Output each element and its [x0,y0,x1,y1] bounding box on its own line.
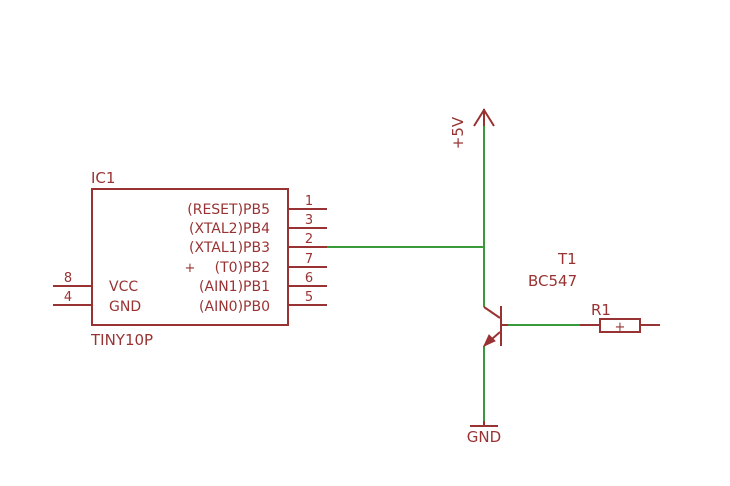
supply-5v-symbol: +5V [449,108,495,149]
ic-name: IC1 [91,169,115,187]
pin-number-pb0: 5 [305,290,313,305]
pin-number-pb5: 1 [305,194,313,209]
pin-number-pb4: 3 [305,213,313,228]
pin-number-vcc: 8 [64,271,72,286]
ic-pin-pb0: (AIN0)PB0 5 [199,290,327,315]
ic-pin-pb1: (AIN1)PB1 6 [199,271,327,295]
ic-pin-vcc: VCC 8 [53,271,138,295]
ic-value: TINY10P [90,331,153,349]
pin-label-pb1: (AIN1)PB1 [199,279,270,295]
transistor-t1: T1 BC547 [482,250,577,348]
ground-label: GND [467,428,501,446]
pin-label-pb5: (RESET)PB5 [187,202,270,218]
pin-label-vcc: VCC [109,279,138,295]
emitter-arrow-icon [482,334,496,348]
ic-plus-mark: + [185,261,196,276]
resistor-r1: + R1 [580,301,660,335]
pin-number-pb3: 2 [305,232,313,247]
pin-label-pb0: (AIN0)PB0 [199,299,270,315]
ic-pin-pb4: (XTAL2)PB4 3 [189,213,327,237]
ic-pin-pb5: (RESET)PB5 1 [187,194,327,218]
pin-label-pb4: (XTAL2)PB4 [189,221,270,237]
pin-number-pb1: 6 [305,271,313,286]
pin-number-gnd: 4 [64,290,72,305]
pin-label-gnd: GND [109,299,141,315]
ground-symbol: GND [467,421,501,446]
transistor-value: BC547 [528,272,577,290]
resistor-mark: + [615,320,626,335]
transistor-name: T1 [557,250,577,268]
ic-pin-pb2: (T0)PB2 7 [215,252,327,276]
ic-body [91,188,289,326]
ic-pin-gnd: GND 4 [53,290,141,315]
supply-label: +5V [449,116,467,149]
pin-number-pb2: 7 [305,252,313,267]
pin-label-pb3: (XTAL1)PB3 [189,240,270,256]
pin-label-pb2: (T0)PB2 [215,260,270,276]
ic-pin-pb3: (XTAL1)PB3 2 [189,232,327,256]
resistor-name: R1 [591,301,611,319]
